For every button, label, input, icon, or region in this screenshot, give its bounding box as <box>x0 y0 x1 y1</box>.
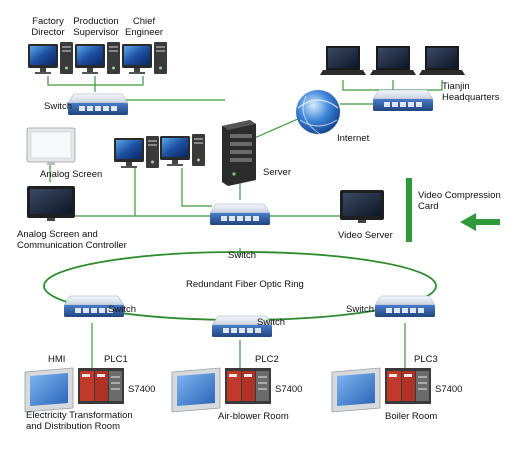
label-fiber-ring: Redundant Fiber Optic Ring <box>186 279 304 290</box>
plc-icon <box>225 368 271 404</box>
network-switch-icon <box>372 89 434 112</box>
desktop-computer-icon <box>122 42 167 74</box>
label-plc1: PLC1 <box>104 354 128 365</box>
label-switch-top: Switch <box>44 101 72 112</box>
label-room-boiler: Boiler Room <box>385 411 438 422</box>
label-switch-main: Switch <box>228 250 256 261</box>
video-compression-card-bar <box>406 178 412 242</box>
monitor-icon <box>340 190 384 223</box>
desktop-computer-icon <box>114 136 159 168</box>
label-s7400-3: S7400 <box>435 384 463 395</box>
desktop-computer-icon <box>75 42 120 74</box>
label-plc2: PLC2 <box>255 354 279 365</box>
monitor-icon <box>26 127 76 165</box>
label-room-airblower: Air-blower Room <box>218 411 289 422</box>
label-s7400-1: S7400 <box>128 384 156 395</box>
label-internet: Internet <box>337 133 370 144</box>
plc-icon <box>385 368 431 404</box>
server-tower-icon <box>222 120 256 186</box>
monitor-icon <box>27 186 75 221</box>
network-switch-icon <box>209 203 271 226</box>
label-server: Server <box>263 167 291 178</box>
label-s7400-2: S7400 <box>275 384 303 395</box>
hmi-panel-icon <box>331 367 381 413</box>
desktop-computer-icon <box>160 134 205 166</box>
hmi-panel-icon <box>24 367 74 413</box>
desktop-computer-icon <box>28 42 73 74</box>
network-switch-icon <box>67 93 129 116</box>
plc-icon <box>78 368 124 404</box>
label-video-server: Video Server <box>338 230 393 241</box>
laptop-icon <box>370 46 416 75</box>
label-hmi: HMI <box>48 354 66 365</box>
network-switch-icon <box>374 295 436 318</box>
laptop-icon <box>320 46 366 75</box>
label-switch-right: Switch <box>346 304 374 315</box>
hmi-panel-icon <box>171 367 221 413</box>
label-switch-center: Switch <box>257 317 285 328</box>
globe-icon <box>296 90 340 135</box>
laptop-icon <box>419 46 465 75</box>
label-analog-screen: Analog Screen <box>40 169 103 180</box>
arrow-left-icon <box>460 213 500 231</box>
label-switch-left: Switch <box>108 304 136 315</box>
label-plc3: PLC3 <box>414 354 438 365</box>
